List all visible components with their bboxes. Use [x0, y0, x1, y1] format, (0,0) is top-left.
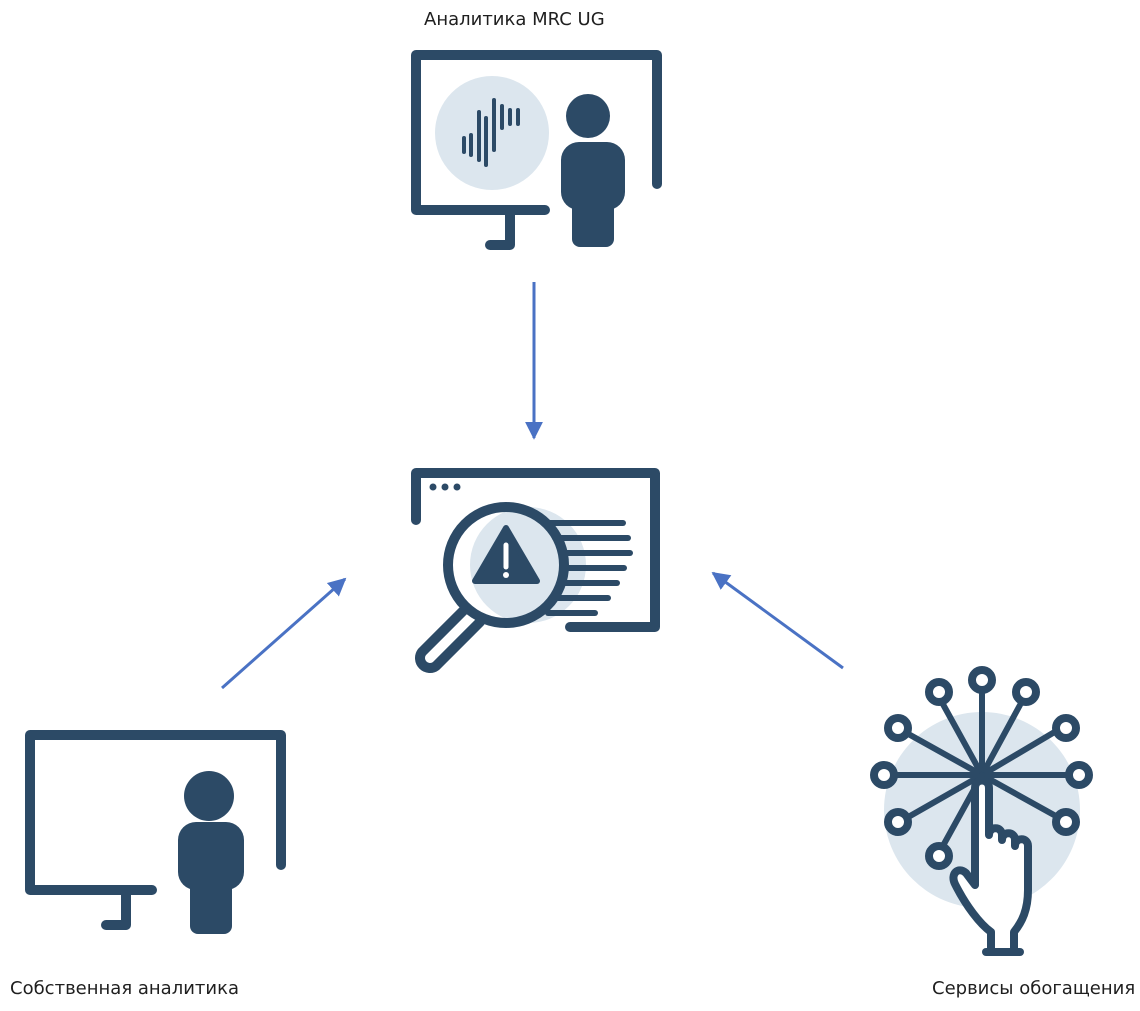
top-node-label: Аналитика MRC UG: [424, 9, 605, 30]
left-node-label: Собственная аналитика: [10, 978, 239, 999]
speed-lines: [545, 520, 633, 616]
threat-search-icon: [411, 468, 660, 673]
hand-icon: [949, 776, 1032, 956]
audio-wave-icon: [462, 98, 520, 167]
presenter-icon: [561, 94, 625, 247]
monitor-presenter-icon: [25, 730, 286, 934]
network-lines: [883, 682, 1082, 856]
warning-icon: [472, 525, 540, 584]
arrow-left-to-center: [221, 577, 347, 690]
monitor-presenter-icon: [411, 50, 662, 250]
magnifier-lens: [443, 502, 569, 628]
arrow-right-to-center: [711, 571, 844, 670]
touch-network-icon: [870, 666, 1093, 956]
right-node-label: Сервисы обогащения: [932, 978, 1136, 999]
